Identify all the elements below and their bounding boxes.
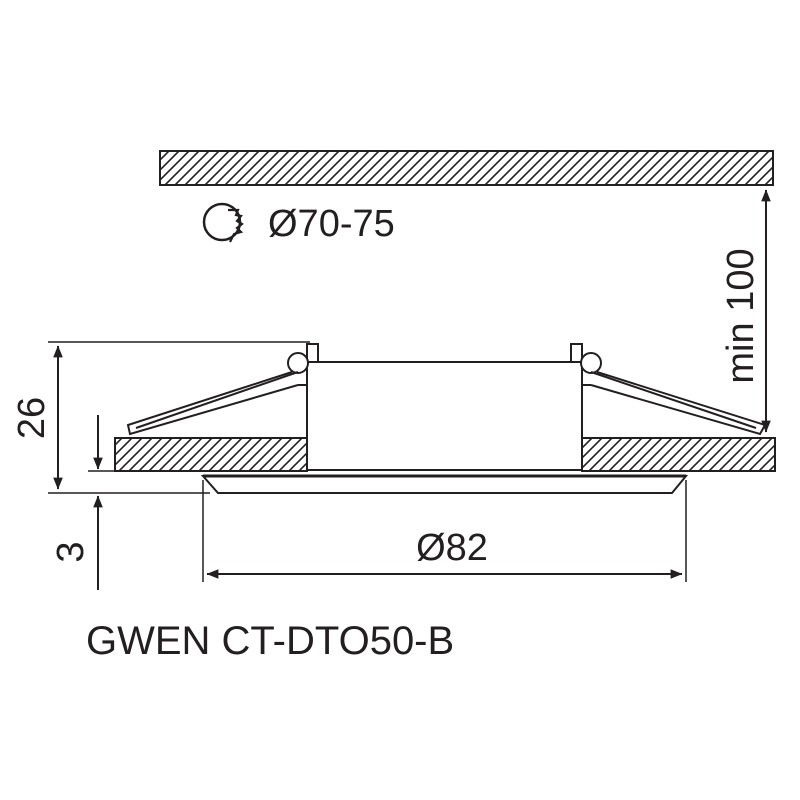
cutout-diameter-label: Ø70-75 bbox=[268, 203, 395, 245]
min-depth-label: min 100 bbox=[720, 248, 762, 383]
model-name: GWEN CT-DTO50-B bbox=[86, 619, 454, 663]
fixture-body bbox=[306, 343, 583, 471]
height-dimension bbox=[48, 341, 310, 494]
diameter-label: Ø82 bbox=[416, 527, 488, 569]
height-label: 26 bbox=[11, 397, 53, 439]
diameter-dimension bbox=[202, 480, 687, 582]
rim-dimension bbox=[88, 415, 118, 590]
spring-clip-left bbox=[126, 352, 309, 436]
ceiling-slab bbox=[159, 150, 774, 186]
hole-saw-icon bbox=[202, 202, 244, 243]
rim-label: 3 bbox=[50, 541, 92, 562]
trim-rim bbox=[200, 474, 689, 494]
ceiling-panel bbox=[114, 437, 776, 472]
